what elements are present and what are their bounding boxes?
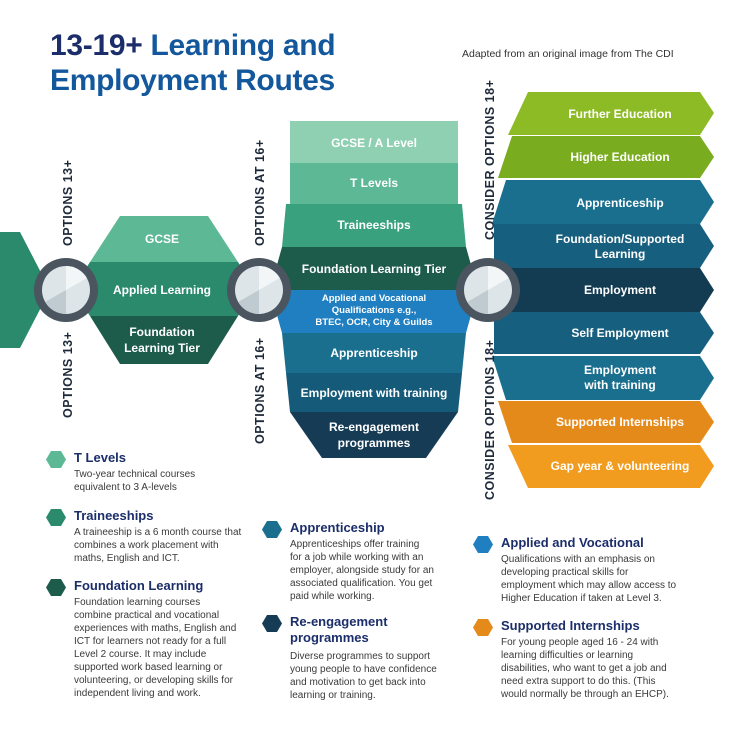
hexagon-icon xyxy=(473,619,493,636)
hexagon-icon xyxy=(473,536,493,553)
arrow18-gap-year-label: Gap year & volunteering xyxy=(551,459,690,473)
band16-foundation-label: Foundation Learning Tier xyxy=(302,262,447,276)
band16-tlevels-label: T Levels xyxy=(350,176,398,190)
band16-applied-label-3: BTEC, OCR, City & Guilds xyxy=(315,317,432,328)
arrow18-employment-training xyxy=(492,356,714,400)
legend-apprenticeship: Apprenticeship Apprenticeships offer tra… xyxy=(262,520,462,606)
band16-reengagement xyxy=(290,412,458,458)
arrow18-foundation xyxy=(494,224,714,268)
arrow18-supported-internships xyxy=(498,401,714,443)
connector-circle-18 xyxy=(456,258,520,322)
consider18-bottom-label: CONSIDER OPTIONS 18+ xyxy=(483,340,497,500)
options16-top-label: OPTIONS AT 16+ xyxy=(253,139,267,246)
legend-title: Foundation Learning xyxy=(74,578,204,593)
legend-desc: Apprenticeships offer training for a job… xyxy=(290,539,434,602)
arrow18-employment-training-label-2: with training xyxy=(583,378,655,392)
hexagon-icon xyxy=(46,579,66,596)
arrow18-higher-ed xyxy=(498,136,714,178)
band16-gcse-alevel xyxy=(290,121,458,163)
hex13-applied-label: Applied Learning xyxy=(113,283,211,297)
legend-title: Supported Internships xyxy=(501,618,640,633)
legend-internships: Supported Internships For young people a… xyxy=(473,618,713,704)
legend-tlevels: T Levels Two-year technical courses equi… xyxy=(46,450,246,496)
arrow18-self-employment xyxy=(494,312,714,354)
band16-employment-training xyxy=(286,373,462,412)
band16-foundation xyxy=(270,247,478,290)
arrow18-further-ed-label: Further Education xyxy=(568,107,671,121)
band16-gcse-label: GCSE / A Level xyxy=(331,136,417,150)
legend-reengagement: Re-engagement programmes Diverse program… xyxy=(262,614,462,706)
legend-desc: Foundation learning courses combine prac… xyxy=(74,597,237,699)
band16-applied-label-1: Applied and Vocational xyxy=(322,293,426,304)
options16-bottom-label: OPTIONS AT 16+ xyxy=(253,337,267,444)
arrow18-internships-label: Supported Internships xyxy=(556,415,684,429)
band16-reengagement-label-1: Re-engagement xyxy=(329,420,419,434)
hexagon-icon xyxy=(262,521,282,538)
arrow18-self-employment-label: Self Employment xyxy=(571,326,668,340)
legend-title: Applied and Vocational xyxy=(501,535,644,550)
hex13-foundation-label-1: Foundation xyxy=(129,325,194,339)
legend-desc: Diverse programmes to support young peop… xyxy=(290,651,437,701)
hex13-top xyxy=(90,216,238,262)
options13-top-label: OPTIONS 13+ xyxy=(61,160,75,246)
hex13-foundation-label-2: Learning Tier xyxy=(124,341,200,355)
hexagon-icon xyxy=(46,509,66,526)
arrow18-apprenticeship xyxy=(492,180,714,224)
page-title: 13-19+ Learning and Employment Routes xyxy=(50,29,336,97)
credit-text: Adapted from an original image from The … xyxy=(462,48,674,60)
hexagon-icon xyxy=(46,451,66,468)
band16-employment-label: Employment with training xyxy=(301,386,448,400)
band16-reengagement-label-2: programmes xyxy=(338,436,411,450)
hexagon-icon xyxy=(262,615,282,632)
arrow18-apprenticeship-label: Apprenticeship xyxy=(576,196,663,210)
band16-apprenticeship xyxy=(282,333,466,373)
legend-desc: For young people aged 16 - 24 with learn… xyxy=(501,637,669,700)
band16-tlevels xyxy=(290,163,458,204)
legend-title: Traineeships xyxy=(74,508,154,523)
arrow18-gap-year xyxy=(508,445,714,488)
legend-traineeships: Traineeships A traineeship is a 6 month … xyxy=(46,508,256,568)
legend-desc: A traineeship is a 6 month course that c… xyxy=(74,527,242,564)
arrow18-employment xyxy=(494,268,714,312)
hex13-gcse-label: GCSE xyxy=(145,232,179,246)
legend-foundation: Foundation Learning Foundation learning … xyxy=(46,578,256,704)
connector-circle-13 xyxy=(34,258,98,322)
arrow18-employment-training-label-1: Employment xyxy=(584,363,656,377)
band16-traineeships xyxy=(282,204,466,247)
arrow18-foundation-label-1: Foundation/Supported xyxy=(556,232,685,246)
connector-circle-16 xyxy=(227,258,291,322)
legend-applied: Applied and Vocational Qualifications wi… xyxy=(473,535,713,607)
legend-title: Re-engagement programmes xyxy=(290,614,388,645)
arrow18-employment-label: Employment xyxy=(584,283,656,297)
band16-traineeships-label: Traineeships xyxy=(337,218,411,232)
consider18-top-label: CONSIDER OPTIONS 18+ xyxy=(483,80,497,240)
legend-title: Apprenticeship xyxy=(290,520,385,535)
band16-applied-label-2: Qualifications e.g., xyxy=(332,305,416,316)
entry-band xyxy=(0,232,50,348)
hex13-mid xyxy=(72,262,256,316)
legend-desc: Two-year technical courses equivalent to… xyxy=(74,469,196,493)
hex13-bottom xyxy=(90,316,238,364)
legend-desc: Qualifications with an emphasis on devel… xyxy=(501,554,677,604)
band16-apprenticeship-label: Apprenticeship xyxy=(330,346,417,360)
band16-applied-voc xyxy=(270,290,478,333)
options13-bottom-label: OPTIONS 13+ xyxy=(61,332,75,418)
legend-title: T Levels xyxy=(74,450,127,465)
arrow18-further-ed xyxy=(508,92,714,135)
arrow18-foundation-label-2: Learning xyxy=(595,247,646,261)
arrow18-higher-ed-label: Higher Education xyxy=(570,150,669,164)
